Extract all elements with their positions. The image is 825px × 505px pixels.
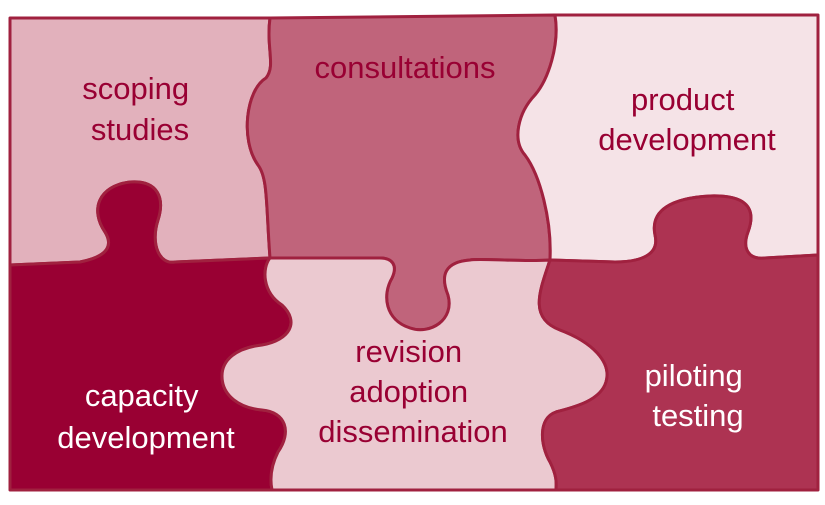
product-label: product development <box>598 82 776 157</box>
revision-label: revision adoption dissemination <box>318 334 508 449</box>
capacity-label-line: development <box>57 420 235 455</box>
consultations-label-line: consultations <box>315 50 496 85</box>
puzzle-piece-piloting <box>537 194 820 492</box>
revision-label-line: revision <box>355 334 462 369</box>
piloting-label-line: piloting <box>645 358 743 393</box>
piloting-label: piloting testing <box>645 358 752 433</box>
consultations-label: consultations <box>315 50 496 85</box>
scoping-label-line: scoping <box>82 71 189 106</box>
revision-label-line: dissemination <box>318 414 508 449</box>
piloting-label-line: testing <box>652 398 743 433</box>
revision-label-line: adoption <box>349 374 468 409</box>
product-label-line: product <box>631 82 735 117</box>
product-label-line: development <box>598 122 776 157</box>
scoping-label-line: studies <box>91 112 189 147</box>
capacity-label-line: capacity <box>85 378 199 413</box>
capacity-label: capacity development <box>57 378 235 455</box>
scoping-label: scoping studies <box>82 71 197 147</box>
